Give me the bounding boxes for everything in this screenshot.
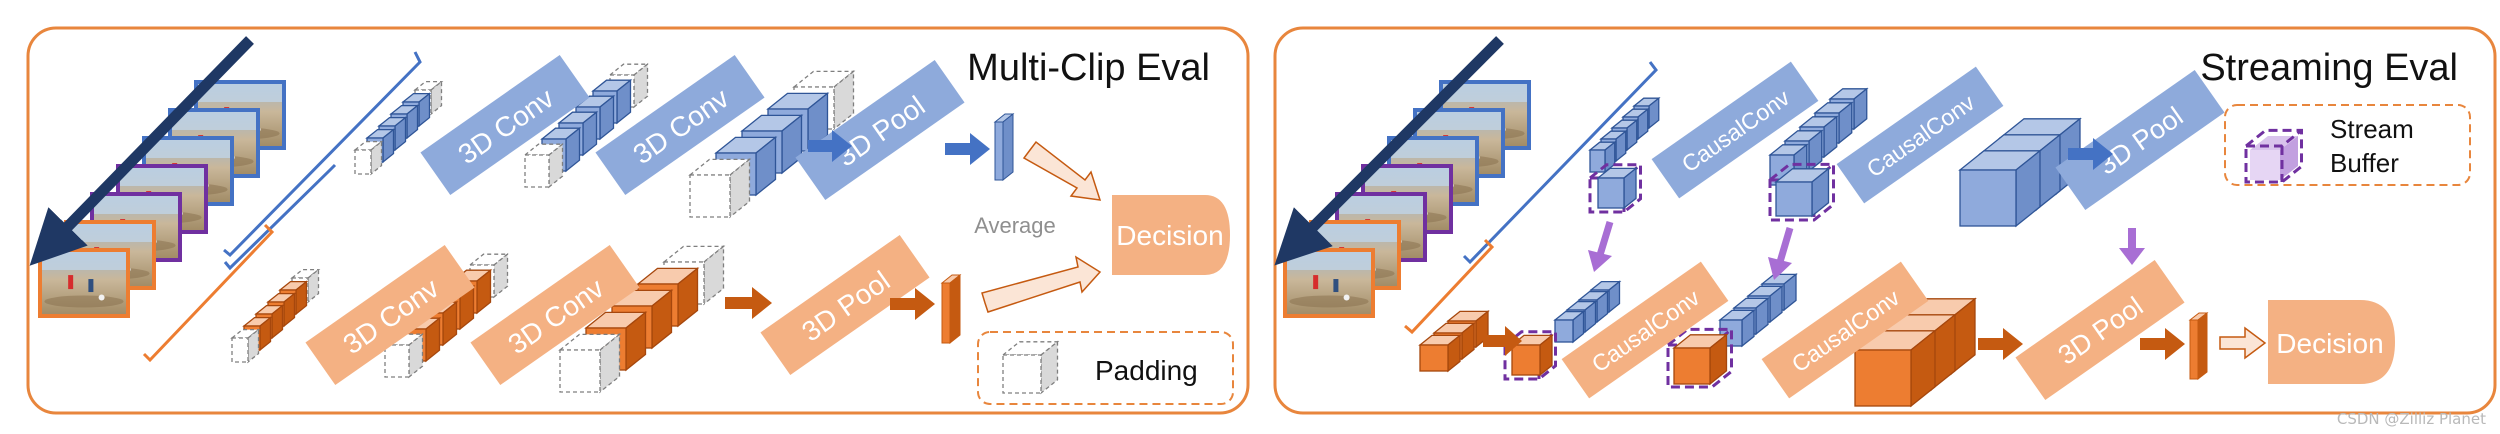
buffer-arrow-3 bbox=[2119, 228, 2145, 265]
stream-buffer-legend-line1: Stream bbox=[2330, 114, 2414, 144]
average-arrow-bottom bbox=[981, 255, 1102, 313]
clip-bracket-blue-2 bbox=[223, 163, 337, 271]
video-frames-stack-stream bbox=[1283, 80, 1531, 318]
orange-conv1-output bbox=[383, 252, 510, 379]
blue-causal1-output bbox=[1768, 87, 1869, 187]
blue-conv2-output bbox=[688, 70, 856, 219]
average-label: Average bbox=[974, 213, 1056, 238]
streaming-title: Streaming Eval bbox=[2200, 47, 2458, 89]
arrow-pool-to-vector-orange bbox=[890, 288, 935, 320]
orange-stream-input-cube bbox=[1418, 334, 1462, 373]
blue-stream-input bbox=[1588, 96, 1661, 174]
blue-input-clip-cube bbox=[353, 140, 384, 176]
feature-blocks-stream bbox=[1418, 87, 2082, 408]
svg-text:Decision: Decision bbox=[2276, 328, 2383, 359]
arrow-to-pool-blue-stream bbox=[2068, 138, 2113, 170]
blue-buffered-block bbox=[1596, 167, 1638, 210]
time-arrow bbox=[29, 36, 254, 266]
orange-conv2-output bbox=[558, 245, 726, 394]
orange-buffered-block-2 bbox=[1672, 333, 1729, 386]
orange-stream-input bbox=[1418, 310, 1490, 373]
padding-legend-cube-shape bbox=[1001, 340, 1060, 395]
arrow-input-to-conv-stream bbox=[1483, 326, 1522, 356]
stream-buffer-legend-outline bbox=[2244, 128, 2303, 184]
padding-legend-cube bbox=[1001, 340, 1060, 395]
pool-label-blue-stream: 3D Pool bbox=[2055, 69, 2225, 211]
padding-legend: Padding bbox=[977, 331, 1234, 405]
blue-conv1-output-cube bbox=[523, 142, 565, 189]
blue-cache-stack-1-cube bbox=[1553, 310, 1586, 344]
time-arrow-stream bbox=[1274, 36, 1504, 266]
average-arrow-top bbox=[1022, 140, 1102, 201]
decision-box-left: Decision bbox=[1112, 195, 1230, 275]
blue-conv2-output-cube bbox=[688, 158, 752, 219]
stream-buffer-legend-line2: Buffer bbox=[2330, 148, 2399, 178]
clip-bracket-blue bbox=[223, 51, 422, 258]
pooled-vector-orange bbox=[940, 273, 962, 345]
clip-bracket-orange bbox=[142, 223, 275, 363]
stream-buffer-legend-cube bbox=[2244, 128, 2303, 184]
buffer-arrow-2 bbox=[1768, 227, 1794, 280]
arrow-to-pool-orange bbox=[725, 287, 772, 319]
decision-box-right: Decision bbox=[2268, 300, 2395, 384]
multi-clip-title: Multi-Clip Eval bbox=[967, 47, 1210, 89]
video-frame bbox=[1283, 248, 1375, 318]
clip-bracket-orange-stream bbox=[1404, 238, 1495, 335]
video-frames-stack bbox=[38, 80, 286, 318]
pool-label-orange-stream: 3D Pool bbox=[2015, 259, 2185, 401]
blue-cache-stack-1 bbox=[1553, 280, 1622, 344]
blue-causal2-output-cube bbox=[1958, 149, 2042, 228]
arrow-pool-to-vector-stream bbox=[2140, 328, 2185, 360]
pooled-vector-blue bbox=[993, 112, 1015, 182]
arrow-to-pool-orange-stream bbox=[1978, 328, 2023, 360]
stream-buffer-legend: Stream Buffer bbox=[2224, 104, 2471, 186]
buffer-arrow-1 bbox=[1588, 220, 1614, 272]
orange-buffered-block bbox=[1510, 334, 1554, 377]
arrow-to-decision-stream bbox=[2219, 326, 2267, 360]
arrow-to-pool-blue bbox=[808, 130, 852, 162]
blue-input-clip bbox=[353, 80, 444, 176]
arrow-pool-to-vector-blue bbox=[945, 133, 990, 165]
svg-text:Decision: Decision bbox=[1116, 220, 1223, 251]
watermark: CSDN @Zilliz Planet bbox=[2336, 410, 2486, 428]
multi-clip-panel: Multi-Clip Eval 3D Conv 3D Conv 3D Pool … bbox=[26, 26, 1250, 415]
blue-stream-input-cube bbox=[1588, 140, 1617, 174]
pool-label-orange: 3D Pool bbox=[760, 234, 930, 376]
orange-conv2-output-cube bbox=[558, 333, 622, 394]
video-frame bbox=[38, 248, 130, 318]
orange-input-clip bbox=[230, 268, 321, 364]
streaming-panel: Streaming Eval CausalConv CausalConv 3D … bbox=[1273, 26, 2497, 415]
blue-buffered-block-2 bbox=[1774, 167, 1831, 218]
orange-input-clip-cube bbox=[230, 328, 261, 364]
padding-legend-label: Padding bbox=[1095, 355, 1198, 386]
clip-bracket-blue-stream bbox=[1462, 61, 1658, 265]
pooled-vector-stream bbox=[2188, 311, 2209, 381]
